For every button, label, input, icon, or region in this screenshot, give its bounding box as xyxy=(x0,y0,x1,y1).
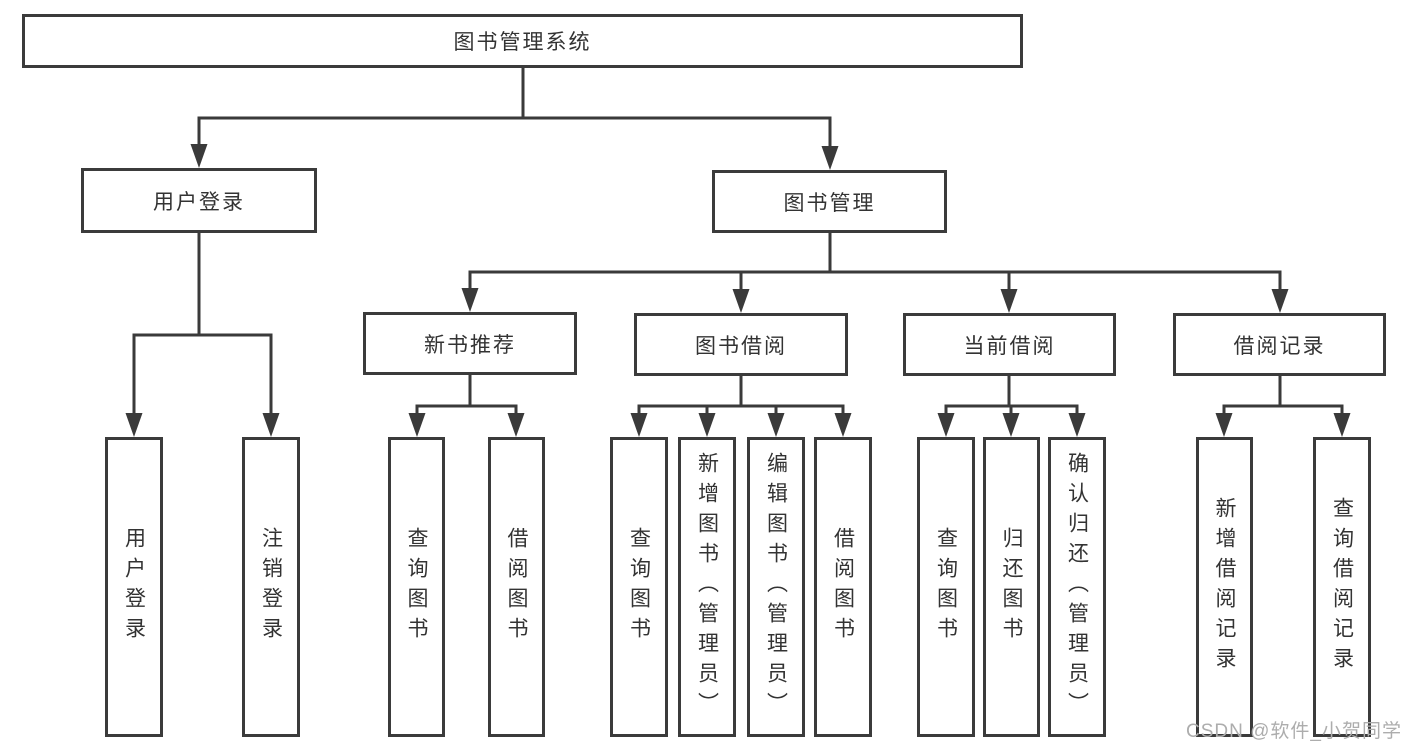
leaf-user-login: 用户登录 xyxy=(105,437,163,737)
leaf-return-books: 归还图书 xyxy=(983,437,1040,737)
leaf-query-borrow-record: 查询借阅记录 xyxy=(1313,437,1371,737)
node-label: 注销登录 xyxy=(259,527,283,647)
node-new-book-recommend: 新书推荐 xyxy=(363,312,577,375)
leaf-borrow-books-recommend: 借阅图书 xyxy=(488,437,545,737)
node-label: 借阅记录 xyxy=(1233,334,1326,358)
node-label: 用户登录 xyxy=(122,527,146,647)
leaf-query-books-current: 查询图书 xyxy=(917,437,975,737)
node-label: 归还图书 xyxy=(1000,527,1024,647)
node-book-management: 图书管理 xyxy=(712,170,947,233)
leaf-edit-books-admin: 编辑图书（管理员） xyxy=(747,437,805,737)
node-book-borrow: 图书借阅 xyxy=(634,313,848,376)
node-borrow-record: 借阅记录 xyxy=(1173,313,1386,376)
node-label: 用户登录 xyxy=(153,190,245,214)
leaf-logout: 注销登录 xyxy=(242,437,300,737)
leaf-query-books-borrow: 查询图书 xyxy=(610,437,668,737)
leaf-confirm-return-admin: 确认归还（管理员） xyxy=(1048,437,1106,737)
leaf-add-books-admin: 新增图书（管理员） xyxy=(678,437,736,737)
node-label: 图书借阅 xyxy=(695,334,787,358)
node-label: 查询借阅记录 xyxy=(1330,497,1354,677)
node-label: 当前借阅 xyxy=(963,334,1056,358)
leaf-add-borrow-record: 新增借阅记录 xyxy=(1196,437,1253,737)
node-label: 查询图书 xyxy=(405,527,429,647)
node-label: 确认归还（管理员） xyxy=(1065,452,1089,722)
node-label: 图书管理系统 xyxy=(453,31,592,54)
node-label: 图书管理 xyxy=(783,191,876,215)
node-label: 查询图书 xyxy=(627,527,651,647)
node-label: 查询图书 xyxy=(934,527,958,647)
node-label: 新增图书（管理员） xyxy=(695,452,719,722)
node-label: 借阅图书 xyxy=(505,527,529,647)
node-library-management-system: 图书管理系统 xyxy=(22,14,1023,68)
node-label: 新增借阅记录 xyxy=(1213,497,1237,677)
node-label: 新书推荐 xyxy=(424,333,516,357)
node-label: 借阅图书 xyxy=(831,527,855,647)
node-user-login: 用户登录 xyxy=(81,168,317,233)
leaf-borrow-books: 借阅图书 xyxy=(814,437,872,737)
watermark: CSDN @软件_小贺同学 xyxy=(1186,721,1402,742)
leaf-query-books-recommend: 查询图书 xyxy=(388,437,445,737)
node-label: 编辑图书（管理员） xyxy=(764,452,788,722)
node-current-borrow: 当前借阅 xyxy=(903,313,1116,376)
